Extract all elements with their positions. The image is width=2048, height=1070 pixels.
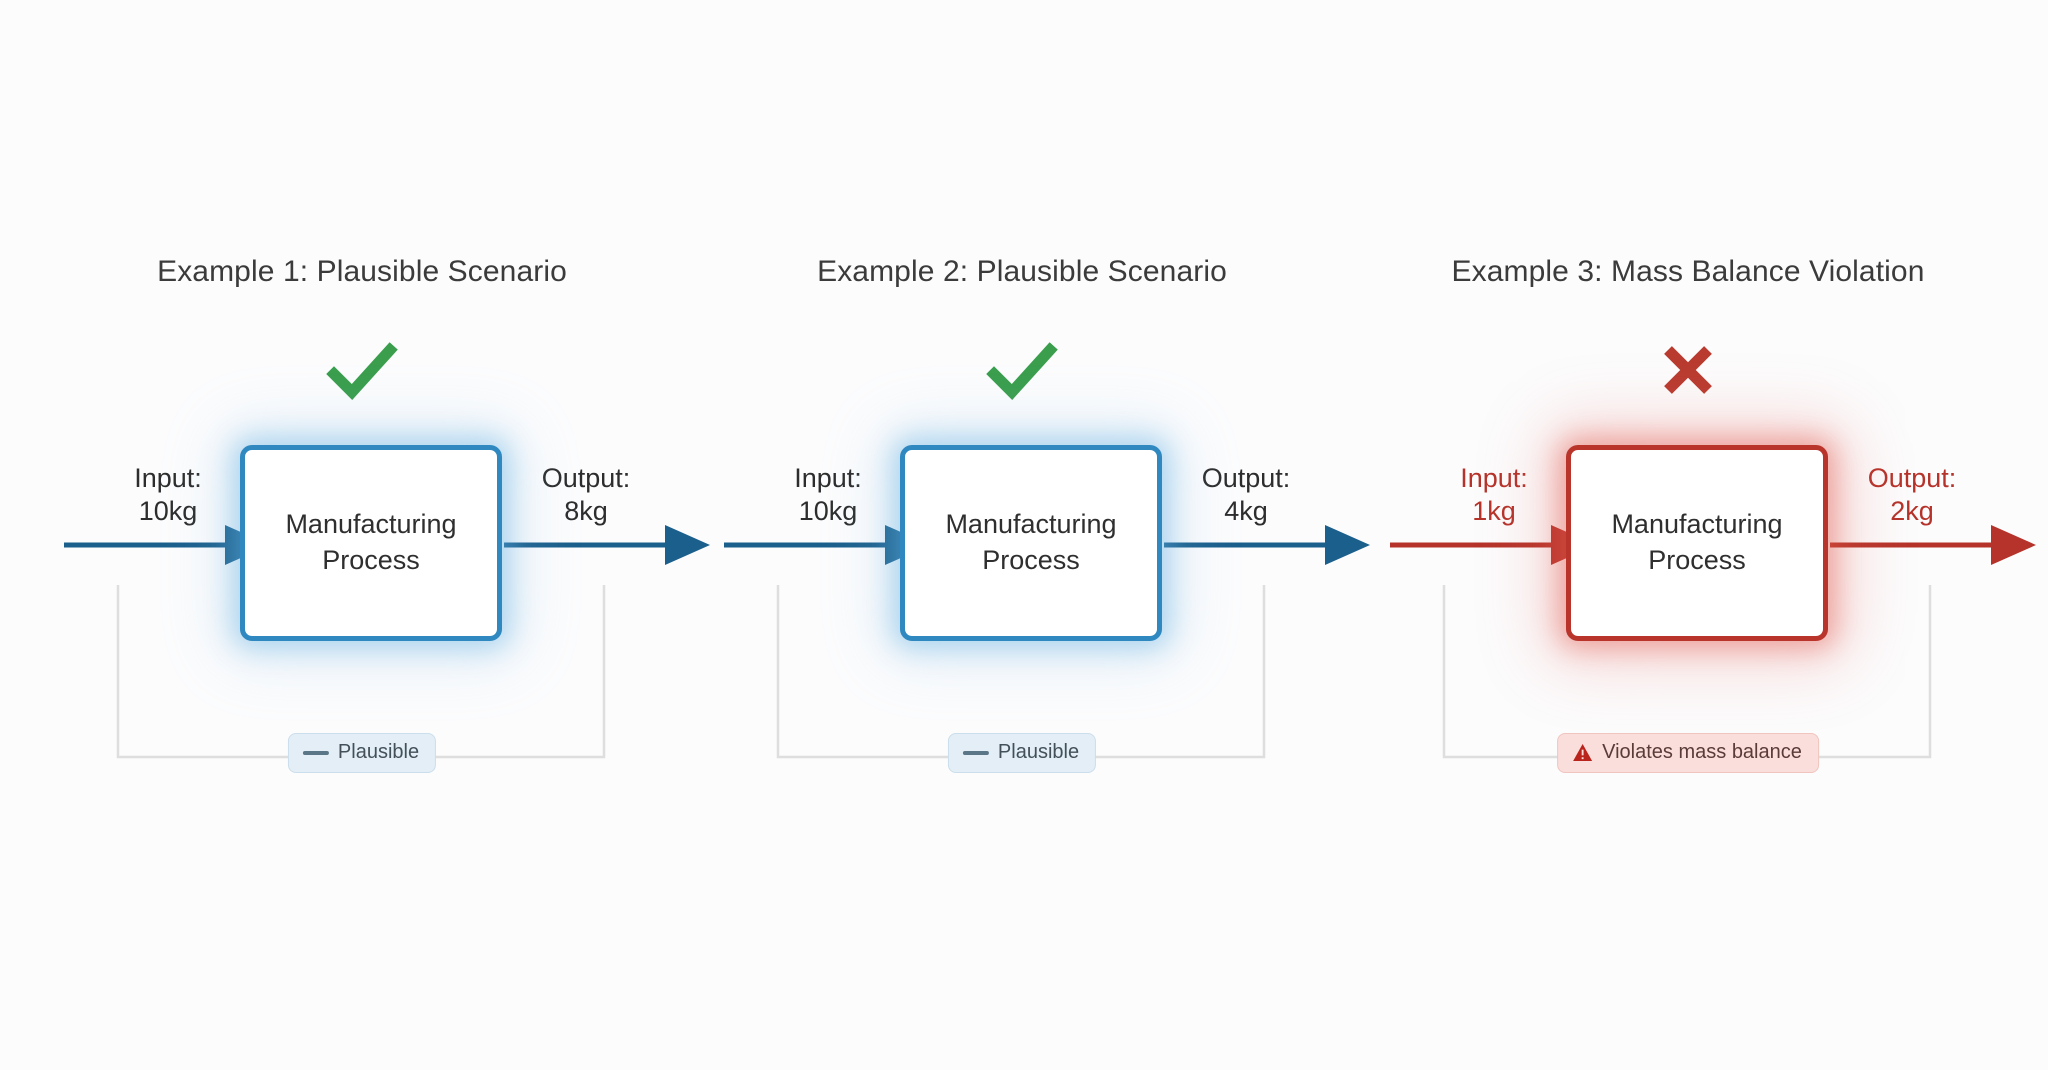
example-panel-1: Example 1: Plausible Scenario Input: 10k… (42, 0, 710, 1070)
status-badge-label: Plausible (337, 741, 420, 763)
input-label: Input: 1kg (1460, 463, 1528, 526)
input-label: Input: 10kg (134, 463, 202, 526)
verdict-mark (42, 330, 682, 420)
dash-icon (302, 750, 329, 755)
panel-title: Example 1: Plausible Scenario (157, 255, 567, 288)
process-box-label: Manufacturing Process (285, 509, 457, 575)
panel-title: Example 3: Mass Balance Violation (1451, 255, 1925, 288)
warning-triangle-icon (1573, 743, 1593, 762)
check-icon (326, 342, 398, 400)
output-label: Output: 8kg (541, 463, 631, 526)
verdict-mark (1368, 330, 2008, 420)
status-badge-label: Plausible (997, 741, 1080, 763)
output-label: Output: 2kg (1867, 463, 1957, 526)
process-box-label: Manufacturing Process (1611, 509, 1783, 575)
example-panel-2: Example 2: Plausible Scenario Input: 10k… (702, 0, 1370, 1070)
process-box: Manufacturing Process (900, 445, 1162, 641)
status-badge: Plausible (287, 733, 437, 773)
check-icon (986, 342, 1058, 400)
status-badge: Violates mass balance (1557, 733, 1819, 773)
input-label: Input: 10kg (794, 463, 862, 526)
output-label: Output: 4kg (1201, 463, 1291, 526)
cross-icon (1664, 346, 1712, 394)
process-box: Manufacturing Process (1566, 445, 1828, 641)
status-badge: Plausible (947, 733, 1097, 773)
example-panel-3: Example 3: Mass Balance Violation Input:… (1368, 0, 2036, 1070)
dash-icon (962, 750, 989, 755)
panel-title: Example 2: Plausible Scenario (817, 255, 1227, 288)
process-box-label: Manufacturing Process (945, 509, 1117, 575)
status-badge-label: Violates mass balance (1602, 741, 1802, 763)
process-box: Manufacturing Process (240, 445, 502, 641)
verdict-mark (702, 330, 1342, 420)
